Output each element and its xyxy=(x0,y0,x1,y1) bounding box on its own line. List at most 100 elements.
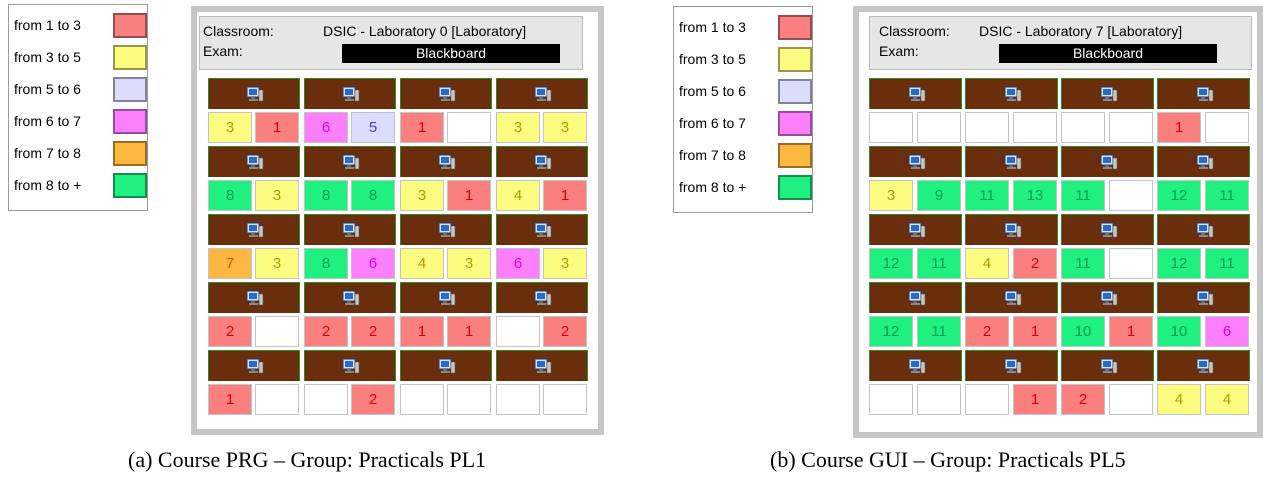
seat-grade: 1 xyxy=(1157,112,1201,143)
seat-grade: 11 xyxy=(1061,180,1105,211)
legend-label: from 3 to 5 xyxy=(679,51,746,67)
legend-item: from 6 to 7 xyxy=(14,109,147,135)
computer-monitor-icon xyxy=(246,290,264,306)
exam-label: Exam: xyxy=(203,43,243,59)
seat-empty xyxy=(869,112,913,143)
seat-grade: 11 xyxy=(1205,248,1249,279)
classroom-value: DSIC - Laboratory 7 [Laboratory] xyxy=(979,23,1183,39)
desk xyxy=(304,350,396,381)
legend-label: from 3 to 5 xyxy=(14,49,81,65)
seat-grade: 1 xyxy=(1109,316,1153,347)
computer-monitor-icon xyxy=(342,154,360,170)
seat-grade: 12 xyxy=(869,316,913,347)
desk xyxy=(1157,78,1250,109)
seat-grade: 11 xyxy=(965,180,1009,211)
computer-monitor-icon xyxy=(342,290,360,306)
seat-grade: 2 xyxy=(208,316,252,347)
seat-grade: 3 xyxy=(543,248,587,279)
legend-swatch xyxy=(113,77,147,102)
computer-monitor-icon xyxy=(1100,222,1118,238)
legend-swatch xyxy=(113,141,147,166)
seat-grade: 2 xyxy=(351,316,395,347)
computer-monitor-icon xyxy=(246,154,264,170)
classroom-panel-b: Classroom: DSIC - Laboratory 7 [Laborato… xyxy=(853,6,1263,438)
seat-empty xyxy=(304,384,348,415)
seat-grade: 11 xyxy=(1205,180,1249,211)
seat-grade: 8 xyxy=(351,180,395,211)
seat-grade: 6 xyxy=(351,248,395,279)
seat-grade: 10 xyxy=(1157,316,1201,347)
classroom-label: Classroom: xyxy=(203,23,274,39)
computer-monitor-icon xyxy=(534,222,552,238)
legend-swatch xyxy=(113,13,147,38)
legend-item: from 7 to 8 xyxy=(14,141,147,167)
seat-grade: 3 xyxy=(255,180,299,211)
seat-empty xyxy=(1109,180,1153,211)
seat-grade: 1 xyxy=(255,112,299,143)
computer-monitor-icon xyxy=(342,358,360,374)
computer-monitor-icon xyxy=(1004,86,1022,102)
desk xyxy=(1157,282,1250,313)
desk xyxy=(965,350,1058,381)
computer-monitor-icon xyxy=(438,86,456,102)
computer-monitor-icon xyxy=(534,358,552,374)
legend-swatch xyxy=(778,175,812,200)
computer-monitor-icon xyxy=(246,358,264,374)
computer-monitor-icon xyxy=(908,154,926,170)
legend-swatch xyxy=(778,111,812,136)
computer-monitor-icon xyxy=(1004,154,1022,170)
seat-empty xyxy=(255,316,299,347)
desk xyxy=(304,214,396,245)
seat-grade: 3 xyxy=(496,112,540,143)
seat-grade: 3 xyxy=(255,248,299,279)
computer-monitor-icon xyxy=(246,222,264,238)
seat-grade: 1 xyxy=(1013,384,1057,415)
seat-grade: 3 xyxy=(400,180,444,211)
legend-label: from 8 to + xyxy=(14,177,82,193)
computer-monitor-icon xyxy=(438,358,456,374)
computer-monitor-icon xyxy=(1196,86,1214,102)
seat-grade: 2 xyxy=(1061,384,1105,415)
seat-grade: 11 xyxy=(917,248,961,279)
seat-empty xyxy=(965,384,1009,415)
desk xyxy=(400,78,492,109)
seat-grade: 2 xyxy=(965,316,1009,347)
legend-label: from 6 to 7 xyxy=(679,115,746,131)
seat-grade: 2 xyxy=(1013,248,1057,279)
computer-monitor-icon xyxy=(342,86,360,102)
seat-grade: 2 xyxy=(351,384,395,415)
seat-grade: 3 xyxy=(869,180,913,211)
seat-grade: 9 xyxy=(917,180,961,211)
desk xyxy=(869,350,962,381)
seat-empty xyxy=(447,384,491,415)
legend-item: from 5 to 6 xyxy=(14,77,147,103)
computer-monitor-icon xyxy=(1004,290,1022,306)
computer-monitor-icon xyxy=(1196,358,1214,374)
seat-grade: 5 xyxy=(351,112,395,143)
seat-empty xyxy=(1013,112,1057,143)
legend-b: from 1 to 3 from 3 to 5 from 5 to 6 from 6 … xyxy=(673,6,813,213)
legend-item: from 5 to 6 xyxy=(679,79,812,105)
desk xyxy=(1061,350,1154,381)
seat-grade: 12 xyxy=(1157,248,1201,279)
seat-grade: 1 xyxy=(447,180,491,211)
seat-grade: 13 xyxy=(1013,180,1057,211)
exam-label: Exam: xyxy=(879,43,919,59)
desk xyxy=(208,214,300,245)
legend-item: from 7 to 8 xyxy=(679,143,812,169)
seat-grade: 4 xyxy=(1205,384,1249,415)
seat-empty xyxy=(1205,112,1249,143)
computer-monitor-icon xyxy=(1004,222,1022,238)
classroom-panel-a: Classroom: DSIC - Laboratory 0 [Laborato… xyxy=(191,6,604,435)
seat-empty xyxy=(496,384,540,415)
seat-grade: 10 xyxy=(1061,316,1105,347)
legend-item: from 3 to 5 xyxy=(14,45,147,71)
seat-grade: 12 xyxy=(1157,180,1201,211)
seat-empty xyxy=(917,384,961,415)
legend-item: from 3 to 5 xyxy=(679,47,812,73)
seat-grade: 3 xyxy=(543,112,587,143)
panel-b-header: Classroom: DSIC - Laboratory 7 [Laborato… xyxy=(869,16,1252,70)
seat-grade: 1 xyxy=(400,316,444,347)
legend-item: from 1 to 3 xyxy=(679,15,812,41)
seat-grade: 3 xyxy=(208,112,252,143)
